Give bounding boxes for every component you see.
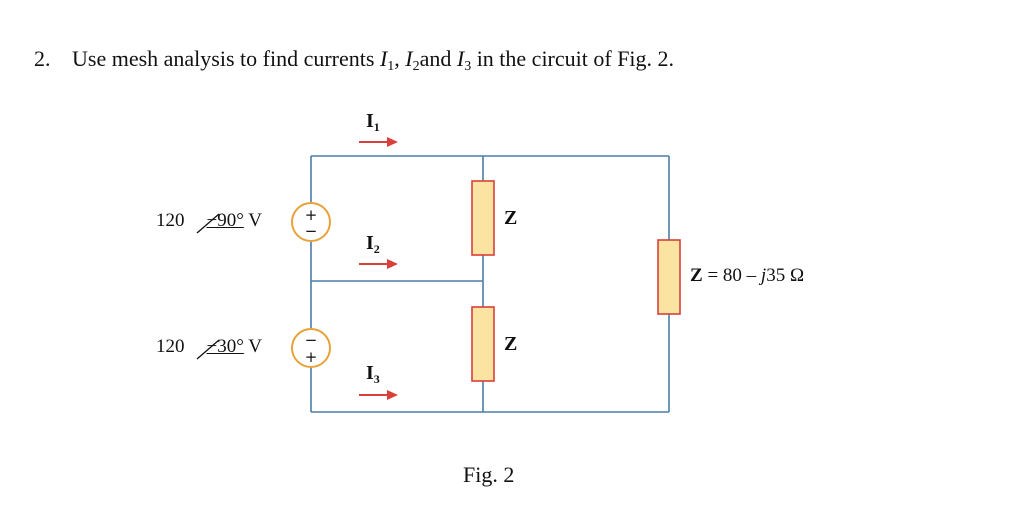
source-top-minus: − — [305, 222, 318, 240]
source-bottom-minus: − — [305, 331, 318, 349]
problem-statement: 2.Use mesh analysis to find currents I1,… — [34, 44, 674, 74]
var-i2: I — [405, 46, 413, 71]
impedance-right-j: j — [760, 265, 767, 286]
arrow-i3 — [359, 390, 398, 400]
source-bottom-angle: −30° — [206, 336, 244, 357]
voltage-source-top — [291, 202, 331, 242]
current-label-i1: I1 — [366, 110, 380, 133]
impedance-right-rest: 35 Ω — [766, 265, 805, 286]
var-i3: I — [456, 46, 465, 71]
source-bottom-plus: + — [305, 348, 318, 366]
current-i1-sub: 1 — [373, 120, 380, 134]
current-label-i3: I3 — [366, 362, 380, 385]
impedance-bottom — [471, 306, 495, 382]
var-i2-sub: 2 — [412, 59, 420, 74]
impedance-right-label: Z = 80 – j35 Ω — [690, 265, 804, 287]
source-bottom-label: 120 −30° V — [156, 336, 262, 358]
source-top-angle: −90° — [206, 210, 244, 231]
voltage-source-bottom — [291, 328, 331, 368]
var-i3-sub: 3 — [464, 59, 472, 74]
var-i1: I — [379, 46, 388, 71]
source-top-magnitude: 120 — [156, 210, 185, 231]
current-label-i2: I2 — [366, 232, 380, 255]
impedance-top — [471, 180, 495, 256]
arrow-i2 — [359, 259, 398, 269]
impedance-right — [657, 239, 681, 315]
source-top-label: 120 −90° V — [156, 210, 262, 232]
arrow-i1 — [359, 137, 398, 147]
current-i2-sub: 2 — [373, 242, 380, 256]
problem-number: 2. — [34, 46, 51, 71]
figure-caption: Fig. 2 — [463, 462, 515, 487]
angle-symbol-bottom — [196, 339, 220, 360]
problem-text-before: Use mesh analysis to find currents — [72, 46, 375, 71]
problem-text-after: in the circuit of Fig. 2. — [476, 46, 675, 71]
impedance-bottom-label: Z — [504, 333, 518, 355]
impedance-top-label: Z — [504, 207, 518, 229]
impedance-right-value: = 80 – — [702, 265, 761, 286]
current-i3-sub: 3 — [373, 372, 380, 386]
current-arrows — [359, 137, 398, 400]
sep-comma: , — [394, 46, 400, 71]
impedance-right-z: Z — [690, 265, 703, 286]
current-i1-var: I — [366, 110, 374, 132]
word-and: and — [419, 46, 452, 71]
source-top-unit: V — [248, 210, 262, 231]
source-bottom-unit: V — [248, 336, 262, 357]
current-i2-var: I — [366, 232, 374, 254]
angle-symbols — [196, 213, 220, 360]
source-bottom-magnitude: 120 — [156, 336, 185, 357]
source-top-plus: + — [305, 206, 318, 224]
wires — [310, 155, 670, 413]
current-i3-var: I — [366, 362, 374, 384]
var-i1-sub: 1 — [387, 59, 395, 74]
angle-symbol-top — [196, 213, 220, 234]
